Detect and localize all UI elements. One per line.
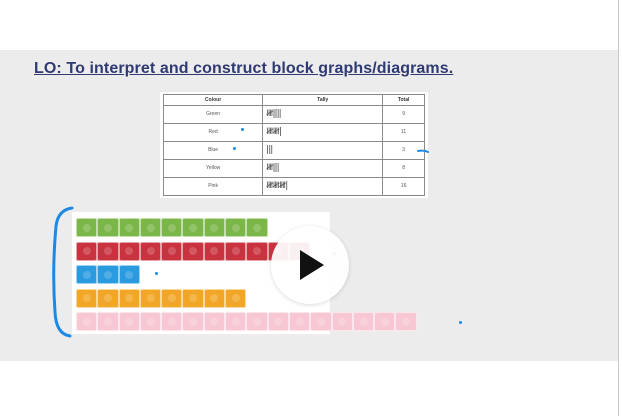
block-red bbox=[182, 241, 204, 261]
play-icon bbox=[300, 250, 324, 280]
total-cell: 9 bbox=[382, 105, 425, 124]
block-green bbox=[182, 218, 204, 237]
block-green bbox=[118, 218, 140, 237]
tally-marks: 𝍸|||| bbox=[262, 105, 384, 124]
tally-marks: 𝍸𝍸| bbox=[262, 123, 384, 142]
block-green bbox=[225, 218, 247, 237]
tally-table: Colour Tally Total Green 𝍸|||| 9 Red 𝍸𝍸|… bbox=[162, 94, 425, 196]
block-pink bbox=[118, 312, 140, 331]
block-red bbox=[76, 241, 98, 261]
block-yellow bbox=[203, 288, 226, 308]
total-cell: 3 bbox=[382, 141, 425, 160]
bar-blue bbox=[76, 265, 140, 284]
block-yellow bbox=[118, 288, 140, 308]
bar-pink bbox=[76, 312, 417, 331]
tally-marks: 𝍸||| bbox=[262, 159, 384, 178]
bar-green bbox=[76, 218, 268, 237]
block-pink bbox=[97, 312, 119, 331]
block-pink bbox=[310, 312, 332, 331]
block-red bbox=[161, 241, 183, 261]
block-red bbox=[246, 241, 268, 261]
block-red bbox=[203, 241, 226, 261]
block-pink bbox=[288, 312, 311, 331]
tally-marks: ||| bbox=[262, 141, 384, 160]
header-colour: Colour bbox=[162, 94, 264, 106]
slide-canvas: LO: To interpret and construct block gra… bbox=[0, 50, 618, 361]
block-yellow bbox=[225, 288, 247, 308]
block-yellow bbox=[161, 288, 183, 308]
annotation-dot bbox=[155, 272, 158, 275]
block-red bbox=[225, 241, 247, 261]
colour-cell: Red bbox=[162, 123, 264, 142]
block-green bbox=[97, 218, 119, 237]
block-red bbox=[118, 241, 140, 261]
block-pink bbox=[182, 312, 204, 331]
block-red bbox=[139, 241, 162, 261]
block-pink bbox=[161, 312, 183, 331]
block-pink bbox=[331, 312, 353, 331]
colour-cell: Green bbox=[162, 105, 264, 124]
block-yellow bbox=[139, 288, 162, 308]
block-pink bbox=[267, 312, 289, 331]
block-green bbox=[161, 218, 183, 237]
block-green bbox=[246, 218, 268, 237]
block-green bbox=[76, 218, 98, 237]
table-row: Pink 𝍸𝍸𝍸| 16 bbox=[162, 177, 425, 196]
play-button[interactable] bbox=[271, 226, 349, 304]
frame-border bbox=[618, 0, 619, 416]
block-pink bbox=[246, 312, 268, 331]
total-cell: 11 bbox=[382, 123, 425, 142]
table-row: Red 𝍸𝍸| 11 bbox=[162, 123, 425, 142]
block-green bbox=[139, 218, 162, 237]
header-total: Total bbox=[382, 94, 425, 106]
block-yellow bbox=[97, 288, 119, 308]
block-pink bbox=[352, 312, 375, 331]
colour-cell: Yellow bbox=[162, 159, 264, 178]
block-yellow bbox=[76, 288, 98, 308]
block-blue bbox=[97, 265, 119, 284]
colour-cell: Blue bbox=[162, 141, 264, 160]
block-pink bbox=[139, 312, 162, 331]
colour-cell: Pink bbox=[162, 177, 264, 196]
tally-marks: 𝍸𝍸𝍸| bbox=[262, 177, 384, 196]
table-row: Blue ||| 3 bbox=[162, 141, 425, 160]
tally-chart: Colour Tally Total Green 𝍸|||| 9 Red 𝍸𝍸|… bbox=[160, 92, 428, 198]
block-green bbox=[203, 218, 226, 237]
block-pink bbox=[395, 312, 417, 331]
total-cell: 16 bbox=[382, 177, 425, 196]
annotation-dot bbox=[459, 321, 462, 324]
annotation-dot bbox=[233, 147, 236, 150]
total-cell: 8 bbox=[382, 159, 425, 178]
tally-header-row: Colour Tally Total bbox=[162, 94, 425, 106]
learning-objective-title: LO: To interpret and construct block gra… bbox=[34, 60, 454, 77]
table-row: Yellow 𝍸||| 8 bbox=[162, 159, 425, 178]
block-pink bbox=[203, 312, 226, 331]
block-blue bbox=[76, 265, 98, 284]
block-pink bbox=[374, 312, 396, 331]
annotation-dot bbox=[241, 128, 244, 131]
block-blue bbox=[118, 265, 140, 284]
bar-yellow bbox=[76, 288, 247, 308]
block-red bbox=[97, 241, 119, 261]
block-yellow bbox=[182, 288, 204, 308]
block-pink bbox=[76, 312, 98, 331]
table-row: Green 𝍸|||| 9 bbox=[162, 105, 425, 124]
block-pink bbox=[225, 312, 247, 331]
header-tally: Tally bbox=[262, 94, 384, 106]
